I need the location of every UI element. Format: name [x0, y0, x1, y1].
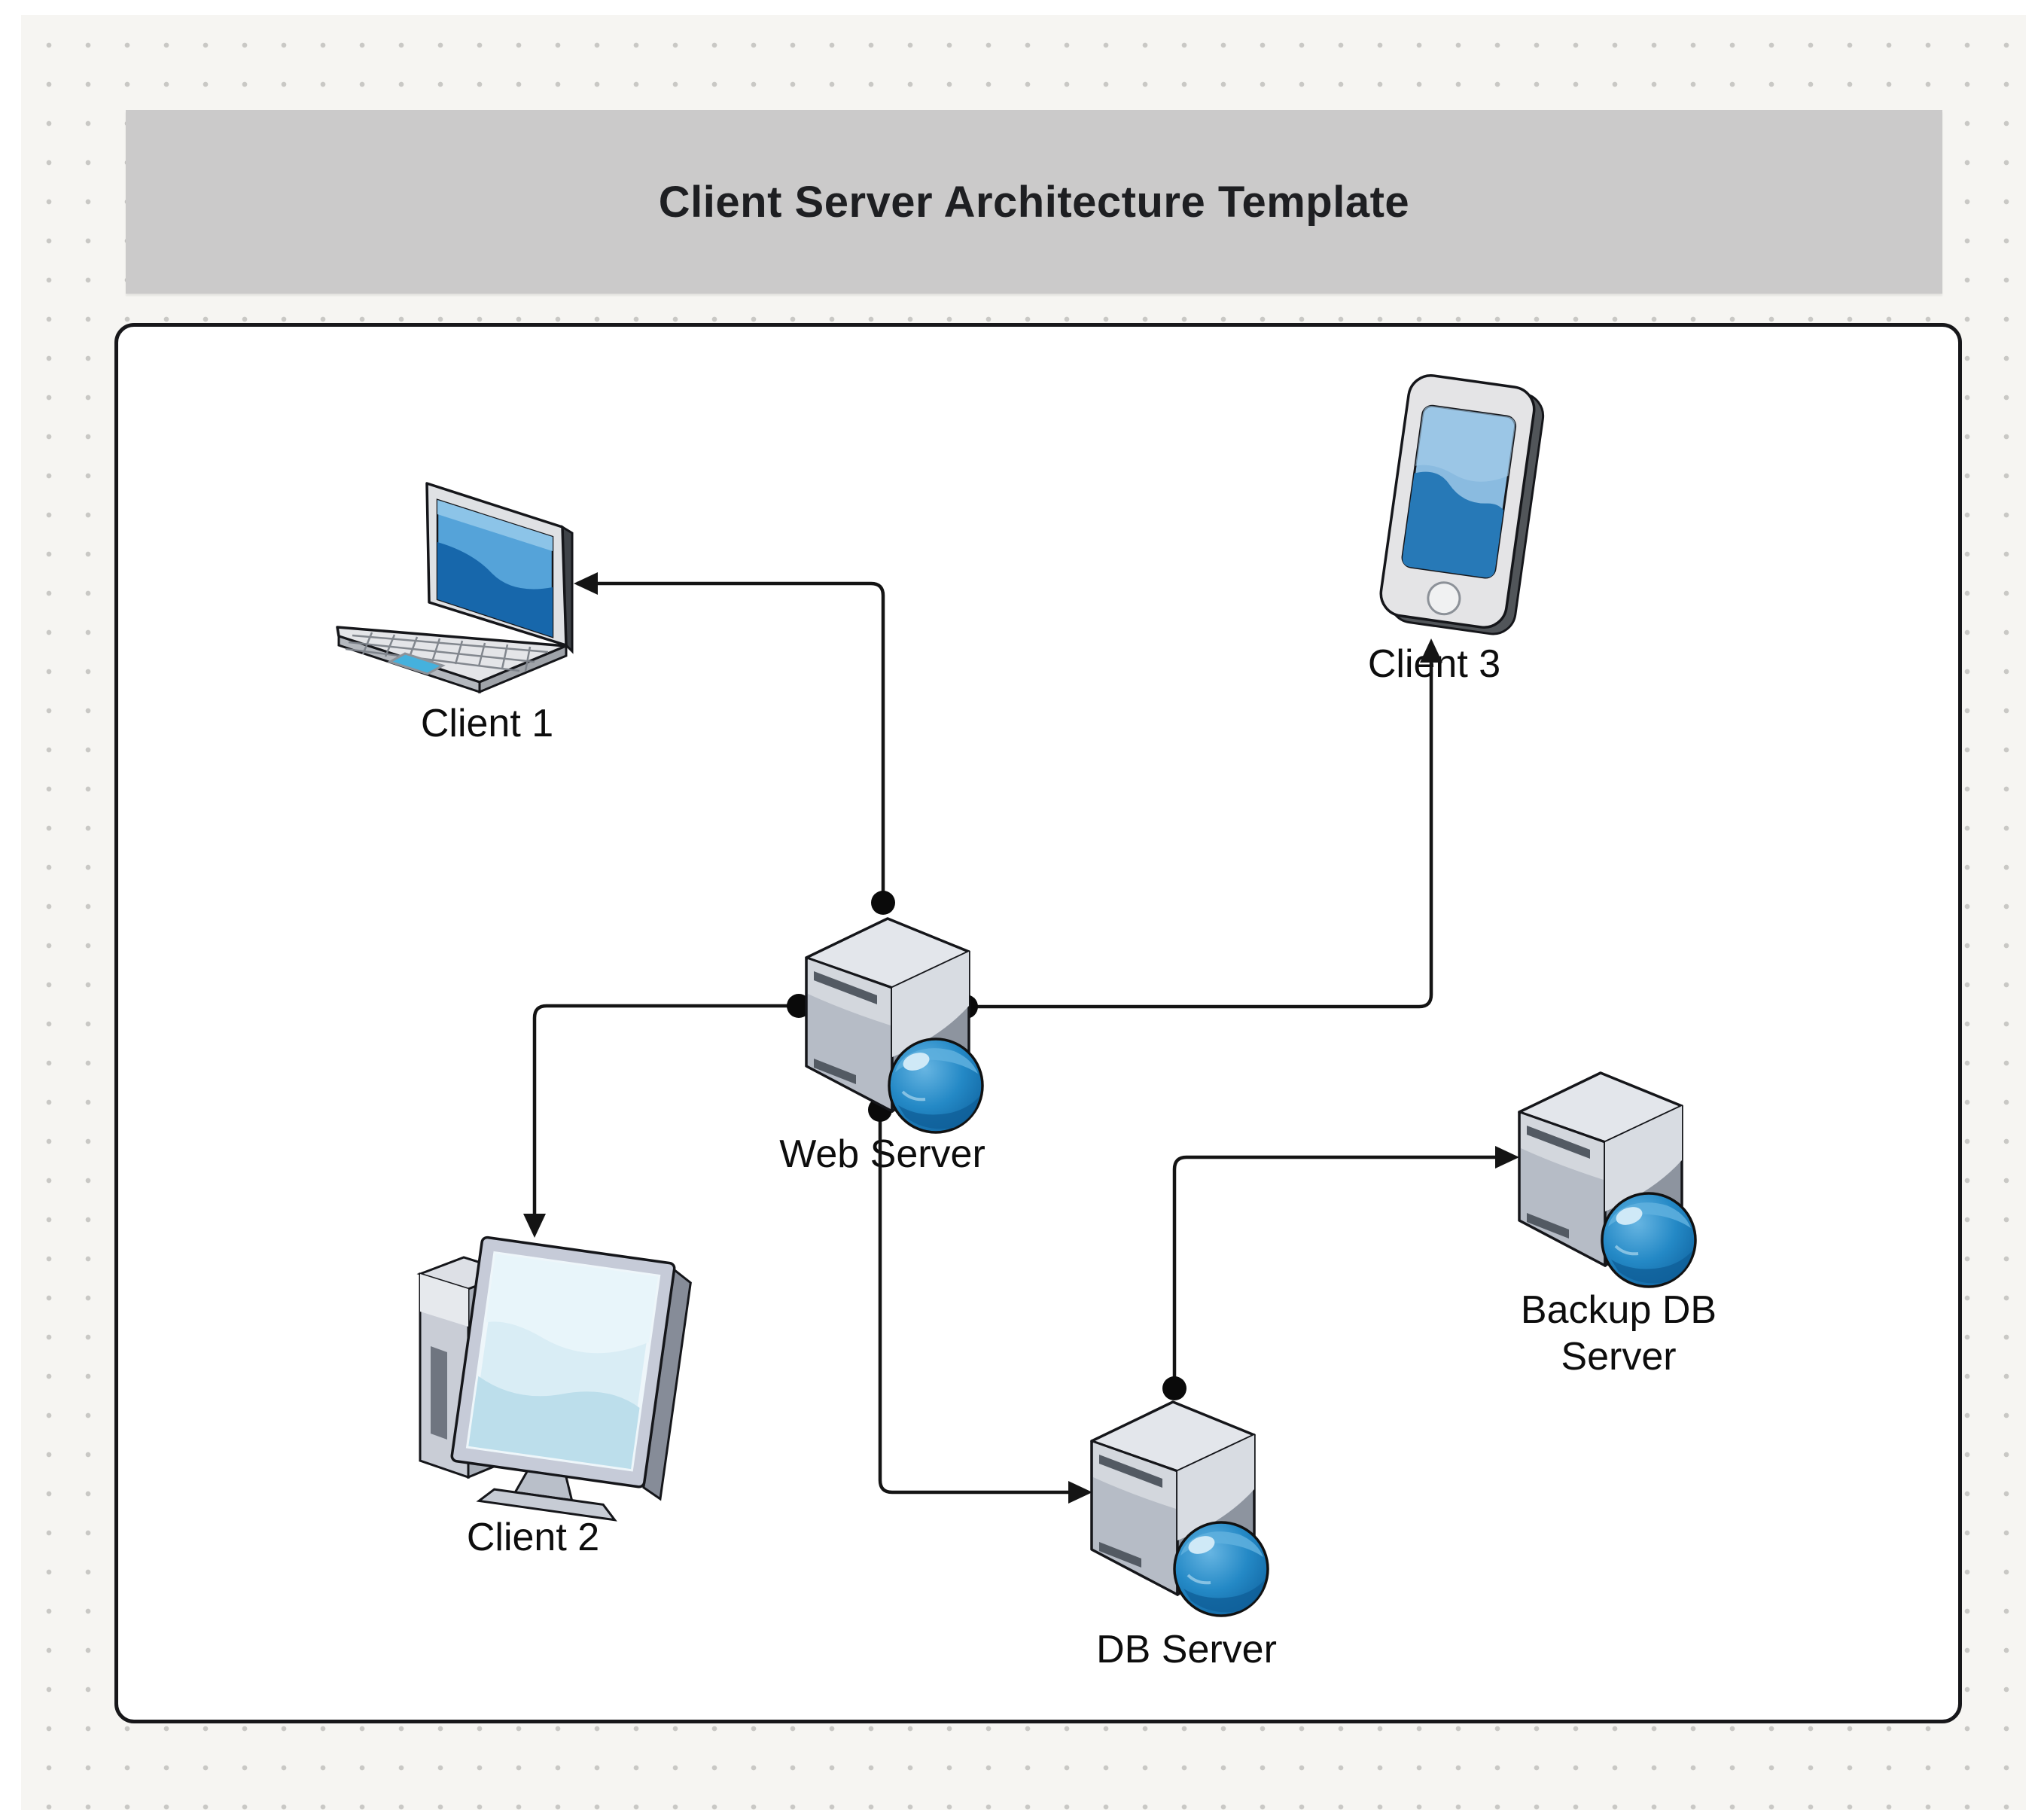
node-label-client-1[interactable]: Client 1	[420, 702, 554, 745]
node-label-web-server[interactable]: Web Server	[779, 1132, 985, 1176]
node-label-client-2[interactable]: Client 2	[466, 1516, 600, 1559]
diagram-container[interactable]	[114, 323, 1962, 1723]
node-label-client-3[interactable]: Client 3	[1367, 642, 1501, 686]
diagram-title: Client Server Architecture Template	[658, 177, 1410, 227]
diagram-title-bar[interactable]: Client Server Architecture Template	[126, 110, 1942, 294]
node-label-db-server[interactable]: DB Server	[1096, 1628, 1277, 1671]
node-label-backup-db-server[interactable]: Backup DB Server	[1520, 1288, 1717, 1379]
